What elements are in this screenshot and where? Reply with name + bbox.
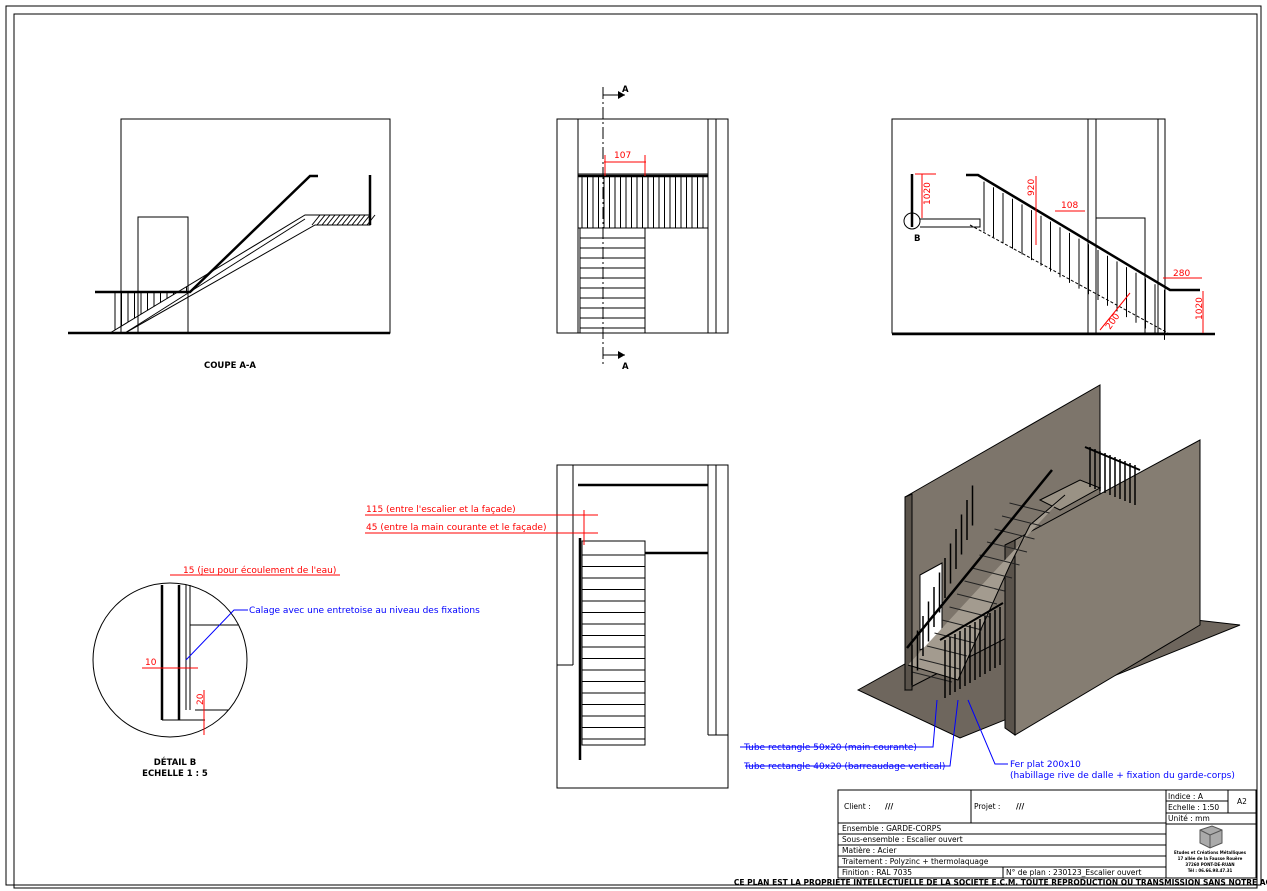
client-label: Client : bbox=[844, 802, 871, 811]
hatch-line bbox=[346, 214, 356, 226]
disclaimer: CE PLAN EST LA PROPRIÉTÉ INTELLECTUELLE … bbox=[734, 878, 1267, 887]
iso-step bbox=[956, 593, 998, 605]
hatch-line bbox=[336, 214, 346, 226]
dim-108: 108 bbox=[1061, 201, 1078, 211]
step bbox=[289, 218, 306, 229]
hatch-line bbox=[341, 214, 351, 226]
step bbox=[154, 304, 171, 315]
front-elevation: A A 107 bbox=[556, 85, 729, 372]
finish: Finition : RAL 7035 bbox=[842, 868, 912, 877]
dim-280: 280 bbox=[1173, 269, 1190, 279]
dim-1020-start: 1020 bbox=[923, 182, 933, 205]
hatch-line bbox=[351, 214, 361, 226]
dim-15-note: 15 (jeu pour écoulement de l'eau) bbox=[183, 565, 336, 576]
step bbox=[229, 256, 246, 267]
step bbox=[259, 237, 276, 248]
isometric-view: Tube rectangle 50x20 (main courante) Tub… bbox=[740, 384, 1241, 781]
company-name: Etudes et Créations Métalliques bbox=[1174, 850, 1247, 855]
dim-920: 920 bbox=[1027, 179, 1037, 196]
unit: Unité : mm bbox=[1168, 814, 1210, 823]
step bbox=[184, 285, 201, 296]
dim-107: 107 bbox=[614, 151, 631, 161]
dim-45-note: 45 (entre la main courante et le façade) bbox=[366, 523, 546, 533]
revision-index: Indice : A bbox=[1168, 792, 1204, 801]
note-flat-bar: Fer plat 200x10 bbox=[1010, 760, 1081, 770]
detail-b: 15 (jeu pour écoulement de l'eau) 10 20 … bbox=[92, 565, 480, 779]
note-flat-bar-desc: (habillage rive de dalle + fixation du g… bbox=[1010, 771, 1235, 781]
dim-10: 10 bbox=[145, 658, 157, 668]
step bbox=[124, 323, 141, 334]
note-balusters: Tube rectangle 40x20 (barreaudage vertic… bbox=[743, 762, 945, 772]
step bbox=[244, 247, 261, 258]
detail-title: DÉTAIL B bbox=[154, 756, 197, 768]
iso-step bbox=[1009, 502, 1050, 514]
sub-assembly: Sous-ensemble : Escalier ouvert bbox=[842, 835, 963, 844]
note-handrail: Tube rectangle 50x20 (main courante) bbox=[743, 743, 917, 753]
scale: Echelle : 1:50 bbox=[1168, 803, 1219, 812]
hatch-line bbox=[326, 214, 336, 226]
sheet-outer-border bbox=[5, 5, 1262, 886]
step bbox=[274, 228, 291, 239]
hatch-line bbox=[321, 214, 331, 226]
dim-200: 200 bbox=[1104, 312, 1122, 332]
plan-view: 115 (entre l'escalier et la façade) 45 (… bbox=[365, 464, 729, 789]
assembly: Ensemble : GARDE-CORPS bbox=[842, 824, 941, 833]
dim-20: 20 bbox=[196, 693, 206, 705]
side-elevation: B 1020 920 108 280 1020 200 bbox=[891, 118, 1215, 340]
sheet-format: A2 bbox=[1237, 797, 1247, 806]
company-address1: 17 allée de la Fausse Rouère bbox=[1178, 856, 1243, 861]
company-address2: 37260 PONT-DE-RUAN bbox=[1185, 862, 1234, 867]
hatch-line bbox=[311, 214, 321, 226]
section-label: COUPE A-A bbox=[204, 361, 256, 371]
company-logo-icon bbox=[1199, 825, 1223, 849]
section-view-a-a: COUPE A-A bbox=[68, 118, 391, 371]
project-value: /// bbox=[1016, 802, 1024, 811]
section-marker-top: A bbox=[622, 85, 629, 95]
handrail bbox=[966, 173, 1200, 292]
iso-handrail bbox=[906, 469, 1053, 649]
hatch-line bbox=[316, 214, 326, 226]
plan-number: N° de plan : 230123_Escalier ouvert bbox=[1006, 868, 1141, 877]
detail-scale: ECHELLE 1 : 5 bbox=[142, 769, 208, 779]
step bbox=[139, 313, 156, 324]
iso-step bbox=[1001, 515, 1043, 527]
hatch-line bbox=[356, 214, 366, 226]
dim-115-note: 115 (entre l'escalier et la façade) bbox=[366, 505, 516, 515]
material: Matière : Acier bbox=[842, 846, 897, 855]
dim-1020-end: 1020 bbox=[1195, 297, 1205, 320]
step bbox=[169, 294, 186, 305]
client-value: /// bbox=[885, 802, 893, 811]
sheet-frame bbox=[13, 13, 1258, 889]
detail-marker-b: B bbox=[914, 234, 920, 244]
iso-step bbox=[964, 580, 1005, 592]
hatch-line bbox=[331, 214, 341, 226]
iso-step bbox=[979, 554, 1020, 566]
step bbox=[214, 266, 231, 277]
handrail bbox=[95, 174, 318, 294]
iso-step bbox=[971, 567, 1013, 579]
company-phone: Tél : 06.66.98.47.31 bbox=[1188, 868, 1233, 873]
iso-step bbox=[919, 658, 960, 670]
treatment: Traitement : Polyzinc + thermolaquage bbox=[841, 857, 989, 866]
project-label: Projet : bbox=[974, 802, 1000, 811]
iso-step bbox=[986, 541, 1028, 553]
step bbox=[199, 275, 216, 286]
hatch-line bbox=[361, 214, 371, 226]
section-marker-bottom: A bbox=[622, 362, 629, 372]
detail-note: Calage avec une entretoise au niveau des… bbox=[249, 606, 480, 616]
title-block: Client : /// Projet : /// Indice : A Ech… bbox=[734, 789, 1267, 887]
